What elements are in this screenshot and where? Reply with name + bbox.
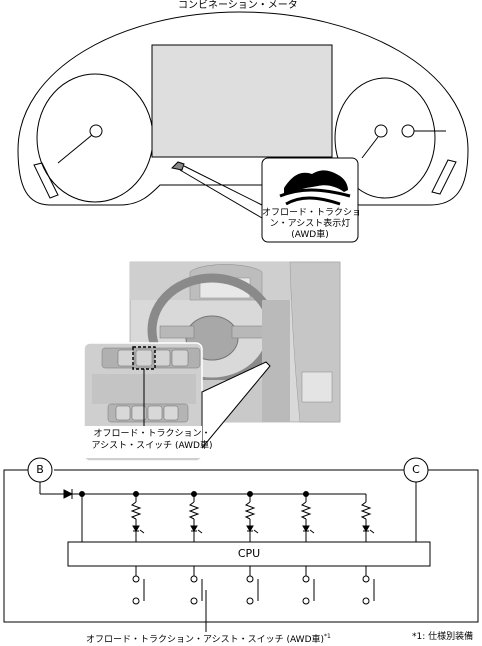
bottom-switch-label: オフロード・トラクション・アシスト・スイッチ (AWD車)*1 xyxy=(86,631,331,646)
bottom-switch-label-sup: *1 xyxy=(324,633,331,640)
footnote: *1: 仕様別装備 xyxy=(412,632,474,642)
switch-1 xyxy=(132,566,145,605)
led-branch-3 xyxy=(244,491,259,542)
switch-2 xyxy=(190,566,203,605)
switch-4 xyxy=(302,566,315,605)
offroad-traction-assist-icon xyxy=(279,170,351,206)
indicator-label-line2: ン・アシスト表示灯 xyxy=(269,219,351,229)
switch-3 xyxy=(246,566,259,605)
diode xyxy=(63,489,74,499)
bottom-switch-label-text: オフロード・トラクション・アシスト・スイッチ (AWD車) xyxy=(86,635,325,645)
led-branch-2 xyxy=(188,491,203,542)
led-branch-1 xyxy=(130,491,145,542)
indicator-label-line3: (AWD車) xyxy=(291,230,329,240)
switch-callout-label: オフロード・トラクション・ アシスト・スイッチ (AWD車) xyxy=(84,428,220,452)
cpu-label: CPU xyxy=(237,547,261,560)
cpu-box xyxy=(67,541,431,567)
connector-b-label: B xyxy=(36,463,44,476)
switch-5 xyxy=(362,566,375,605)
indicator-label: オフロード・トラクショ ン・アシスト表示灯 (AWD車) xyxy=(262,208,362,241)
center-display xyxy=(151,44,333,158)
connector-c-label: C xyxy=(412,463,420,476)
switch-callout-line2: アシスト・スイッチ (AWD車) xyxy=(91,441,213,451)
indicator-callout xyxy=(261,157,359,243)
right-gauge xyxy=(334,77,436,199)
led-branch-4 xyxy=(300,491,315,542)
left-gauge xyxy=(36,73,154,203)
indicator-lamp-small xyxy=(170,161,185,171)
switch-callout-line1: オフロード・トラクション・ xyxy=(93,429,211,439)
combination-meter xyxy=(17,11,469,219)
meter-title: コンビネーション・メータ xyxy=(178,0,298,11)
indicator-label-line1: オフロード・トラクショ xyxy=(262,208,362,218)
circuit-diagram xyxy=(3,457,479,632)
led-branch-5 xyxy=(360,494,375,542)
